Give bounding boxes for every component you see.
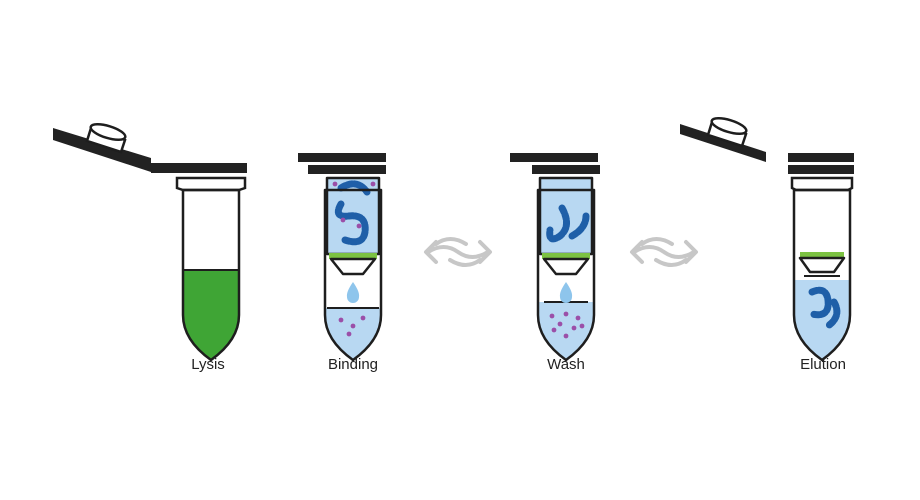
open-lid	[53, 122, 247, 173]
dna-strand	[546, 204, 590, 243]
wash-tube	[510, 153, 600, 362]
closed-lid	[510, 153, 600, 174]
lysis-tube	[53, 122, 247, 362]
step-label-elution: Elution	[800, 356, 846, 373]
column-insert	[538, 176, 594, 276]
dna-strand	[808, 286, 841, 330]
step-label-wash: Wash	[547, 356, 585, 373]
step-label-binding: Binding	[327, 356, 379, 373]
closed-lid	[298, 153, 386, 174]
cycle-arrows-icon	[424, 237, 492, 267]
column-insert	[325, 176, 381, 276]
cycle-arrows-icon	[630, 237, 698, 267]
drop-icon	[559, 282, 573, 303]
drop-icon	[346, 282, 360, 303]
column-insert	[798, 252, 846, 277]
binding-tube	[298, 153, 386, 362]
step-label-lysis: Lysis	[191, 356, 225, 373]
open-lid	[680, 116, 854, 174]
elution-tube	[680, 116, 854, 362]
